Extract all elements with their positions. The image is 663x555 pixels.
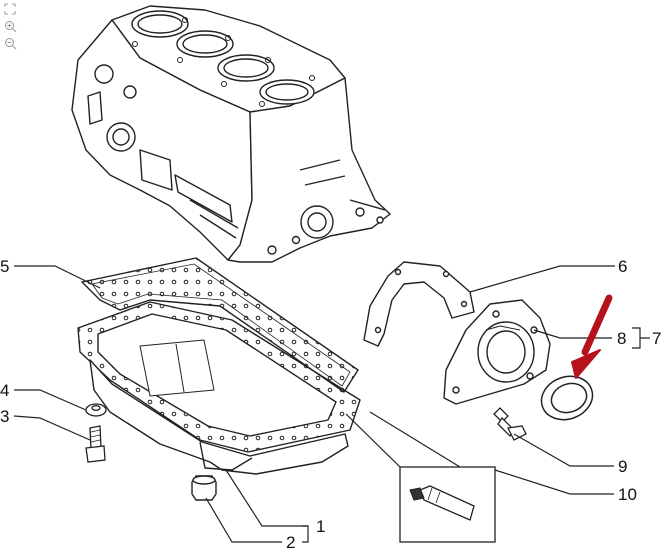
rear-seal-housing [443, 299, 551, 405]
callout-8: 8 [617, 329, 626, 348]
rear-cover-gasket [363, 261, 475, 347]
highlight-arrow [571, 294, 613, 379]
callout-10: 10 [618, 485, 637, 504]
leader-lines [13, 265, 650, 543]
oil-seal-ring [540, 375, 594, 421]
fit-screen-icon[interactable] [3, 2, 17, 16]
callout-7: 7 [652, 329, 661, 348]
callout-labels: 5 4 3 6 8 7 9 10 1 2 [0, 257, 661, 552]
washer-and-bolt [85, 403, 107, 463]
callout-5: 5 [0, 257, 9, 276]
zoom-in-icon[interactable] [3, 19, 17, 33]
engine-block [71, 5, 391, 263]
housing-bolt [493, 407, 527, 441]
oil-pan-gasket [81, 257, 359, 393]
sealant-tube-box [399, 466, 496, 543]
zoom-controls [3, 2, 19, 50]
zoom-out-icon[interactable] [3, 36, 17, 50]
callout-4: 4 [0, 381, 9, 400]
callout-9: 9 [618, 457, 627, 476]
callout-6: 6 [618, 257, 627, 276]
oil-pan [77, 301, 361, 501]
callout-1: 1 [316, 517, 325, 536]
callout-2: 2 [286, 533, 295, 552]
callout-3: 3 [0, 407, 9, 426]
